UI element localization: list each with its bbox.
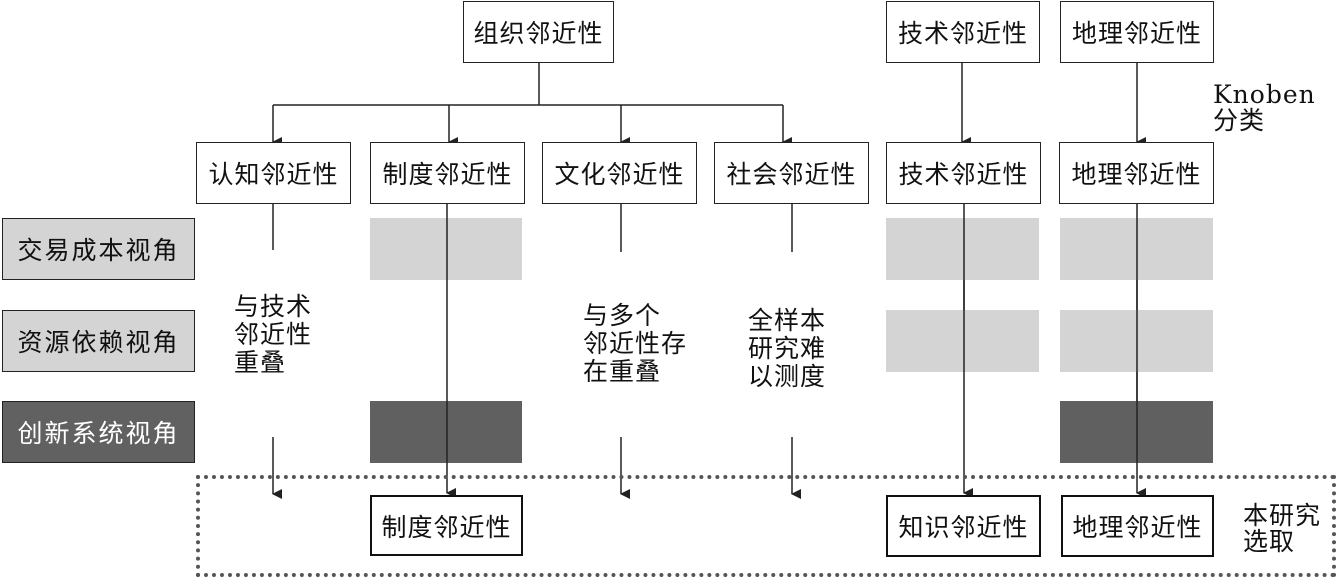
selected-institutional-label: 制度邻近性 [381,512,512,542]
perspective-innovation-system: 创新系统视角 [2,401,195,463]
selection-label: 本研究 选取 [1243,501,1322,556]
note-cultural-overlap: 与多个 邻近性存 在重叠 [583,301,688,386]
category-geographic-box: 地理邻近性 [1059,142,1214,204]
selected-geographic-label: 地理邻近性 [1072,513,1203,542]
perspective-innovation-system-label: 创新系统视角 [17,419,180,448]
category-cognitive-label: 认知邻近性 [208,160,339,189]
technical-proximity-top-label: 技术邻近性 [897,19,1028,48]
perspective-transaction-cost-label: 交易成本视角 [17,236,180,265]
selected-institutional-box: 制度邻近性 [370,495,523,556]
institutional-transaction-cost-block [370,218,522,280]
perspective-resource-dependence: 资源依赖视角 [2,310,195,372]
selected-knowledge-label: 知识邻近性 [898,513,1029,542]
selection-frame [196,475,1336,577]
geographic-proximity-top-box: 地理邻近性 [1060,1,1214,63]
selected-knowledge-box: 知识邻近性 [886,495,1041,557]
technical-resource-dependence-block [886,310,1039,372]
perspective-transaction-cost: 交易成本视角 [2,218,195,280]
technical-proximity-top-box: 技术邻近性 [886,1,1040,63]
category-cognitive-box: 认知邻近性 [196,142,351,204]
technical-transaction-cost-block [886,218,1039,280]
category-technical-label: 技术邻近性 [898,160,1029,189]
category-social-label: 社会邻近性 [726,160,857,189]
perspective-resource-dependence-label: 资源依赖视角 [17,328,180,357]
organizational-proximity-box: 组织邻近性 [463,1,614,63]
knoben-classification-label: Knoben 分类 [1213,80,1316,135]
selected-geographic-box: 地理邻近性 [1061,495,1214,557]
category-geographic-label: 地理邻近性 [1071,160,1202,189]
category-cultural-box: 文化邻近性 [542,142,697,204]
category-institutional-label: 制度邻近性 [382,160,513,189]
geographic-proximity-top-label: 地理邻近性 [1071,19,1202,48]
category-social-box: 社会邻近性 [714,142,869,204]
organizational-proximity-label: 组织邻近性 [473,19,604,48]
institutional-innovation-system-block [370,401,522,463]
note-social-hard-to-measure: 全样本 研究难 以测度 [748,306,827,391]
category-technical-box: 技术邻近性 [886,142,1041,204]
category-institutional-box: 制度邻近性 [370,142,525,204]
category-cultural-label: 文化邻近性 [554,160,685,189]
note-cognitive-overlap: 与技术 邻近性 重叠 [234,292,313,377]
